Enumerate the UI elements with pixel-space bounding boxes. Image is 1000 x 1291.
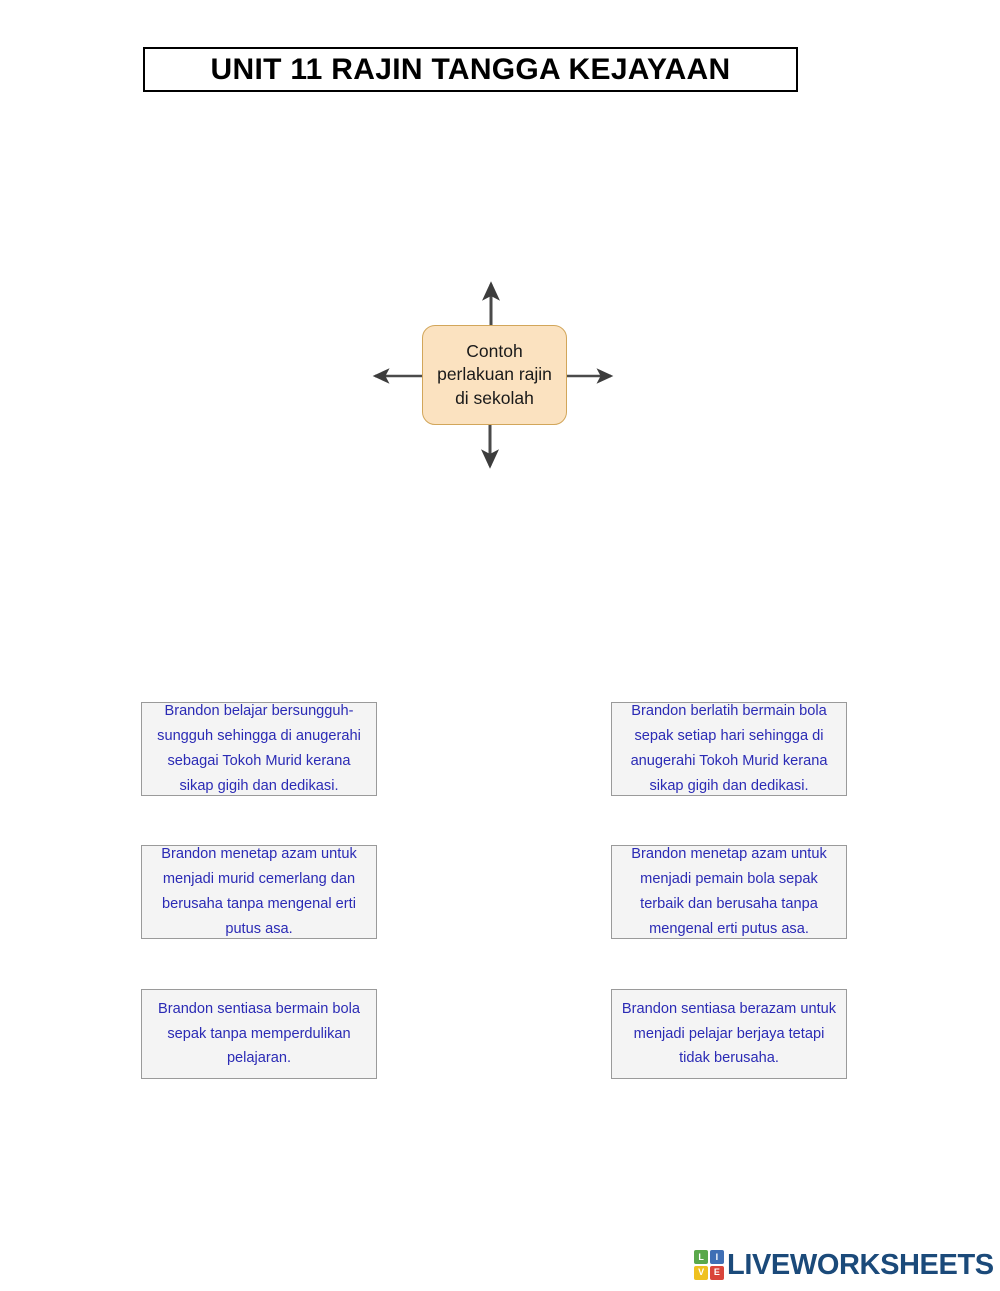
answer-box-5-text: Brandon sentiasa bermain bola sepak tanp… <box>157 1000 360 1067</box>
page-title-box: UNIT 11 RAJIN TANGGA KEJAYAAN <box>143 47 798 92</box>
liveworksheets-wordmark: LIVEWORKSHEETS <box>727 1248 994 1281</box>
center-node: Contoh perlakuan rajin di sekolah <box>422 325 567 425</box>
logo-letter-i: I <box>709 1250 724 1265</box>
liveworksheets-logo-icon: L I V E <box>694 1250 724 1280</box>
answer-box-6-text: Brandon sentiasa berazam untuk menjadi p… <box>621 1000 837 1067</box>
liveworksheets-logo[interactable]: L I V E LIVEWORKSHEETS <box>694 1250 994 1280</box>
answer-box-3[interactable]: Brandon menetap azam untuk menjadi murid… <box>141 845 377 939</box>
answer-box-4[interactable]: Brandon menetap azam untuk menjadi pemai… <box>611 845 847 939</box>
logo-letter-l: L <box>694 1250 709 1265</box>
answer-box-4-text: Brandon menetap azam untuk menjadi pemai… <box>631 846 827 937</box>
logo-letter-v: V <box>694 1265 709 1280</box>
page-title: UNIT 11 RAJIN TANGGA KEJAYAAN <box>210 52 731 86</box>
answer-box-5[interactable]: Brandon sentiasa bermain bola sepak tanp… <box>141 989 377 1079</box>
logo-letter-e: E <box>709 1265 724 1280</box>
center-node-label: Contoh perlakuan rajin di sekolah <box>437 341 552 408</box>
diagram-arrows <box>372 281 614 469</box>
answer-box-3-text: Brandon menetap azam untuk menjadi murid… <box>161 846 357 937</box>
answer-box-1[interactable]: Brandon belajar bersungguh-sungguh sehin… <box>141 702 377 796</box>
answer-box-1-text: Brandon belajar bersungguh-sungguh sehin… <box>157 703 361 794</box>
central-diagram: Contoh perlakuan rajin di sekolah <box>360 265 630 485</box>
answer-box-2[interactable]: Brandon berlatih bermain bola sepak seti… <box>611 702 847 796</box>
answer-box-6[interactable]: Brandon sentiasa berazam untuk menjadi p… <box>611 989 847 1079</box>
answer-box-2-text: Brandon berlatih bermain bola sepak seti… <box>630 703 828 794</box>
